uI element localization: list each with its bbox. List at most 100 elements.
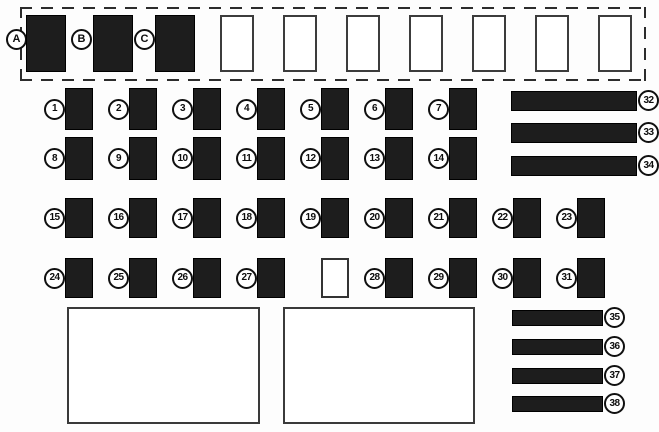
fuse-slot-empty xyxy=(300,258,349,298)
fuse-number: 4 xyxy=(236,98,257,120)
fuse-body xyxy=(193,198,221,238)
fuse-body xyxy=(129,88,157,130)
fuse-30: 30 xyxy=(492,258,541,298)
fuse-21: 21 xyxy=(428,198,477,238)
relay-label-c: C xyxy=(134,29,155,50)
fuse-body xyxy=(513,258,541,298)
fuse-body xyxy=(65,198,93,238)
fuse-9: 9 xyxy=(108,137,157,180)
fuse-28: 28 xyxy=(364,258,413,298)
fuse-1: 1 xyxy=(44,88,93,130)
fuse-number: 1 xyxy=(44,98,65,120)
fuse-number: 31 xyxy=(556,267,577,289)
fuse-body xyxy=(65,137,93,180)
fuse-number: 9 xyxy=(108,148,129,169)
fuse-5: 5 xyxy=(300,88,349,130)
fuse-number: 7 xyxy=(428,98,449,120)
fusible-link-bar xyxy=(511,90,637,111)
fuse-number: 28 xyxy=(364,267,385,289)
fuse-body xyxy=(257,198,285,238)
fuse-row-4: 24 25 26 27 28 29 30 31 xyxy=(44,258,605,298)
fuse-number: 20 xyxy=(364,207,385,229)
fuse-body xyxy=(257,137,285,180)
fuse-body xyxy=(129,258,157,298)
fusible-link-bar xyxy=(511,155,637,176)
fuse-number: 21 xyxy=(428,207,449,229)
fuse-number: 8 xyxy=(44,148,65,169)
fuse-27: 27 xyxy=(236,258,285,298)
fuse-26: 26 xyxy=(172,258,221,298)
fuse-number: 16 xyxy=(108,207,129,229)
fuse-body xyxy=(449,198,477,238)
relay-slot-empty xyxy=(346,15,380,72)
fuse-10: 10 xyxy=(172,137,221,180)
fusible-link-bar xyxy=(512,338,603,355)
fusible-link-bar xyxy=(511,122,637,143)
fuse-20: 20 xyxy=(364,198,413,238)
fusible-link-number: 36 xyxy=(604,336,625,357)
fuse-body xyxy=(385,258,413,298)
fuse-row-1: 1 2 3 4 5 6 7 xyxy=(44,88,477,130)
fuse-number: 29 xyxy=(428,267,449,289)
fusible-link-bar xyxy=(512,309,603,326)
fuse-13: 13 xyxy=(364,137,413,180)
fuse-body xyxy=(257,88,285,130)
relay-box-right xyxy=(283,307,475,424)
fuse-31: 31 xyxy=(556,258,605,298)
fuse-3: 3 xyxy=(172,88,221,130)
fuse-row-2: 8 9 10 11 12 13 14 xyxy=(44,137,477,180)
fuse-number: 19 xyxy=(300,207,321,229)
fuse-number: 23 xyxy=(556,207,577,229)
fuse-number: 11 xyxy=(236,148,257,169)
fuse-16: 16 xyxy=(108,198,157,238)
fuse-22: 22 xyxy=(492,198,541,238)
fuse-row-3: 15 16 17 18 19 20 21 22 23 xyxy=(44,198,605,238)
relay-slot-empty xyxy=(409,15,443,72)
fuse-number: 25 xyxy=(108,267,129,289)
relay-slot-empty xyxy=(283,15,317,72)
fuse-17: 17 xyxy=(172,198,221,238)
relay-a xyxy=(26,15,66,72)
fuse-body xyxy=(65,258,93,298)
fuse-19: 19 xyxy=(300,198,349,238)
fuse-11: 11 xyxy=(236,137,285,180)
fuse-body xyxy=(321,88,349,130)
fuse-body xyxy=(193,88,221,130)
fuse-number: 6 xyxy=(364,98,385,120)
fuse-body xyxy=(385,137,413,180)
fuse-body xyxy=(257,258,285,298)
fusible-link-number: 35 xyxy=(604,307,625,328)
fuse-number: 3 xyxy=(172,98,193,120)
fuse-7: 7 xyxy=(428,88,477,130)
fuse-15: 15 xyxy=(44,198,93,238)
fuse-body xyxy=(129,198,157,238)
fuse-number: 14 xyxy=(428,148,449,169)
fuse-body xyxy=(321,258,349,298)
fusible-link-number: 32 xyxy=(638,90,659,111)
fusible-link-37: 37 xyxy=(512,365,625,386)
fuse-number: 15 xyxy=(44,207,65,229)
relay-slot-empty xyxy=(220,15,254,72)
fuse-body xyxy=(193,137,221,180)
fuse-29: 29 xyxy=(428,258,477,298)
fusible-link-number: 33 xyxy=(638,122,659,143)
fusible-link-bar xyxy=(512,395,603,412)
fuse-body xyxy=(65,88,93,130)
fuse-6: 6 xyxy=(364,88,413,130)
fuse-body xyxy=(129,137,157,180)
fuse-body xyxy=(385,88,413,130)
fuse-body xyxy=(321,198,349,238)
fuse-number: 22 xyxy=(492,207,513,229)
fuse-12: 12 xyxy=(300,137,349,180)
fuse-8: 8 xyxy=(44,137,93,180)
fusible-link-number: 37 xyxy=(604,365,625,386)
fusible-link-bar xyxy=(512,367,603,384)
relay-slot-empty xyxy=(598,15,632,72)
fuse-body xyxy=(449,258,477,298)
fuse-number: 2 xyxy=(108,98,129,120)
fuse-number: 27 xyxy=(236,267,257,289)
fuse-body xyxy=(513,198,541,238)
fuse-number: 26 xyxy=(172,267,193,289)
relay-b xyxy=(93,15,133,72)
